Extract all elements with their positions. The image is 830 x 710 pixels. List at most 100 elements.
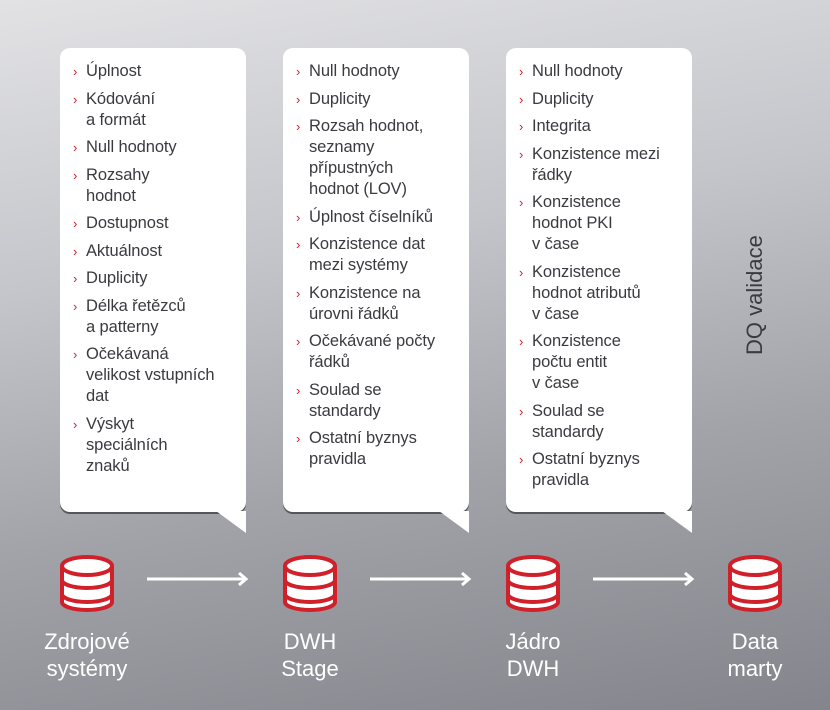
check-item-label: Rozsah hodnot, seznamy přípustných hodno… <box>309 117 424 198</box>
chevron-right-icon: › <box>296 431 301 446</box>
node-label: DWH Stage <box>281 629 339 681</box>
chevron-right-icon: › <box>73 167 78 183</box>
flow-arrow-icon <box>593 572 695 586</box>
check-item-label: Konzistence mezi řádky <box>532 144 660 184</box>
node-label: Data marty <box>727 629 783 681</box>
check-item-label: Očekávané počty řádků <box>309 332 435 371</box>
check-item-label: Výskyt speciálních znaků <box>86 414 168 475</box>
pipeline-node: Zdrojové systémy <box>12 550 162 682</box>
chevron-right-icon: › <box>519 91 524 107</box>
check-list-bubble: ›Null hodnoty›Duplicity›Integrita›Konzis… <box>506 48 692 533</box>
database-icon <box>12 550 162 612</box>
bubble-tail <box>216 511 246 533</box>
check-list-item: ›Aktuálnost <box>73 241 238 262</box>
database-icon <box>680 550 830 612</box>
check-item-label: Konzistence počtu entit v čase <box>532 332 621 392</box>
check-item-label: Duplicity <box>309 89 371 108</box>
chevron-right-icon: › <box>296 237 301 252</box>
check-list-item: › Dostupnost <box>73 213 238 234</box>
chevron-right-icon: › <box>296 64 301 79</box>
check-item-label: Soulad se standardy <box>532 401 605 441</box>
chevron-right-icon: › <box>519 334 524 349</box>
node-label: Jádro DWH <box>505 629 561 681</box>
check-list: ›Úplnost›Kódování a formát›Null hodnoty›… <box>73 61 238 477</box>
chevron-right-icon: › <box>296 119 301 134</box>
chevron-right-icon: › <box>296 285 301 301</box>
pipeline-node: DWH Stage <box>235 550 385 682</box>
bubble-tail <box>662 511 692 533</box>
check-list-item: › Úplnost <box>73 61 238 82</box>
check-list-item: › Kódování a formát <box>73 89 238 131</box>
check-list-item: › Null hodnoty <box>519 61 684 82</box>
check-item-label: Kódování a formát <box>86 89 155 129</box>
check-list-item: › Rozsahy hodnot <box>73 165 238 207</box>
check-list-bubble: ›Úplnost›Kódování a formát›Null hodnoty›… <box>60 48 246 533</box>
chevron-right-icon: › <box>519 146 524 162</box>
check-item-label: Konzistence hodnot PKI v čase <box>532 193 621 253</box>
check-list-item: › Úplnost číselníků <box>296 207 461 228</box>
check-item-label: Úplnost číselníků <box>309 207 433 226</box>
check-list-item: › Konzistence dat mezi systémy <box>296 234 461 276</box>
check-item-label: Konzistence hodnot atributů v čase <box>532 262 641 323</box>
check-list-item: › Konzistence mezi řádky <box>519 144 684 186</box>
check-item-label: Integrita <box>532 117 591 135</box>
chevron-right-icon: › <box>73 64 78 79</box>
chevron-right-icon: › <box>73 416 78 432</box>
check-list: ›Null hodnoty›Duplicity›Integrita›Konzis… <box>519 61 684 491</box>
check-list-item: › Konzistence na úrovni řádků <box>296 283 461 325</box>
check-list-item: › Integrita <box>519 116 684 137</box>
check-list-item: ›Ostatní byznys pravidla <box>519 449 684 491</box>
chevron-right-icon: › <box>296 382 301 398</box>
check-list-item: ›Duplicity <box>519 89 684 110</box>
pipeline-node: Data marty <box>680 550 830 682</box>
check-item-label: Úplnost <box>86 62 142 80</box>
bubble-tail <box>439 511 469 533</box>
check-item-label: Null hodnoty <box>532 62 623 80</box>
chevron-right-icon: › <box>73 216 78 231</box>
chevron-right-icon: › <box>296 209 301 225</box>
check-item-label: Očekávaná velikost vstupních dat <box>86 345 215 405</box>
chevron-right-icon: › <box>519 64 524 79</box>
check-list-item: › Očekávané počty řádků <box>296 331 461 373</box>
check-item-label: Konzistence dat mezi systémy <box>309 235 425 274</box>
check-list-item: › Soulad se standardy <box>519 401 684 443</box>
chevron-right-icon: › <box>73 271 78 286</box>
chevron-right-icon: › <box>519 403 524 419</box>
chevron-right-icon: › <box>296 91 301 107</box>
check-item-label: Rozsahy hodnot <box>86 165 150 205</box>
check-list-item: › Očekávaná velikost vstupních dat <box>73 344 238 407</box>
chevron-right-icon: › <box>296 334 301 349</box>
check-list-item: › Duplicity <box>296 89 461 110</box>
chevron-right-icon: › <box>519 119 524 134</box>
check-list-item: › Konzistence počtu entit v čase <box>519 331 684 394</box>
chevron-right-icon: › <box>73 298 78 314</box>
check-item-label: Null hodnoty <box>86 138 177 156</box>
check-item-label: Konzistence na úrovni řádků <box>309 283 421 323</box>
check-list-item: ›Konzistence hodnot PKI v čase <box>519 192 684 255</box>
check-item-label: Duplicity <box>86 269 148 287</box>
chevron-right-icon: › <box>519 264 524 280</box>
check-list: › Null hodnoty › Duplicity › Rozsah hodnot, s… <box>296 61 461 470</box>
check-list-item: › Délka řetězců a patterny <box>73 296 238 338</box>
check-list-item: › Výskyt speciálních znaků <box>73 414 238 477</box>
check-list-item: › Null hodnoty <box>73 137 238 158</box>
check-item-label: Aktuálnost <box>86 241 163 260</box>
check-list-bubble: › Null hodnoty › Duplicity › Rozsah hodnot, s… <box>283 48 469 533</box>
check-item-label: Délka řetězců a patterny <box>86 296 186 336</box>
check-item-label: Ostatní byznys pravidla <box>309 429 417 468</box>
check-list-item: › Ostatní byznys pravidla <box>296 428 461 470</box>
chevron-right-icon: › <box>519 452 524 467</box>
chevron-right-icon: › <box>73 91 78 107</box>
check-item-label: Dostupnost <box>86 214 169 232</box>
flow-arrow-icon <box>147 572 249 586</box>
node-label: Zdrojové systémy <box>44 629 130 681</box>
chevron-right-icon: › <box>73 140 78 155</box>
flow-arrow-icon <box>370 572 472 586</box>
check-list-item: › Konzistence hodnot atributů v čase <box>519 262 684 325</box>
chevron-right-icon: › <box>73 347 78 362</box>
check-list-item: ›Soulad se standardy <box>296 380 461 422</box>
check-list-item: › Null hodnoty <box>296 61 461 82</box>
check-item-label: Null hodnoty <box>309 62 400 80</box>
check-list-item: › Duplicity <box>73 268 238 289</box>
pipeline-node: Jádro DWH <box>458 550 608 682</box>
